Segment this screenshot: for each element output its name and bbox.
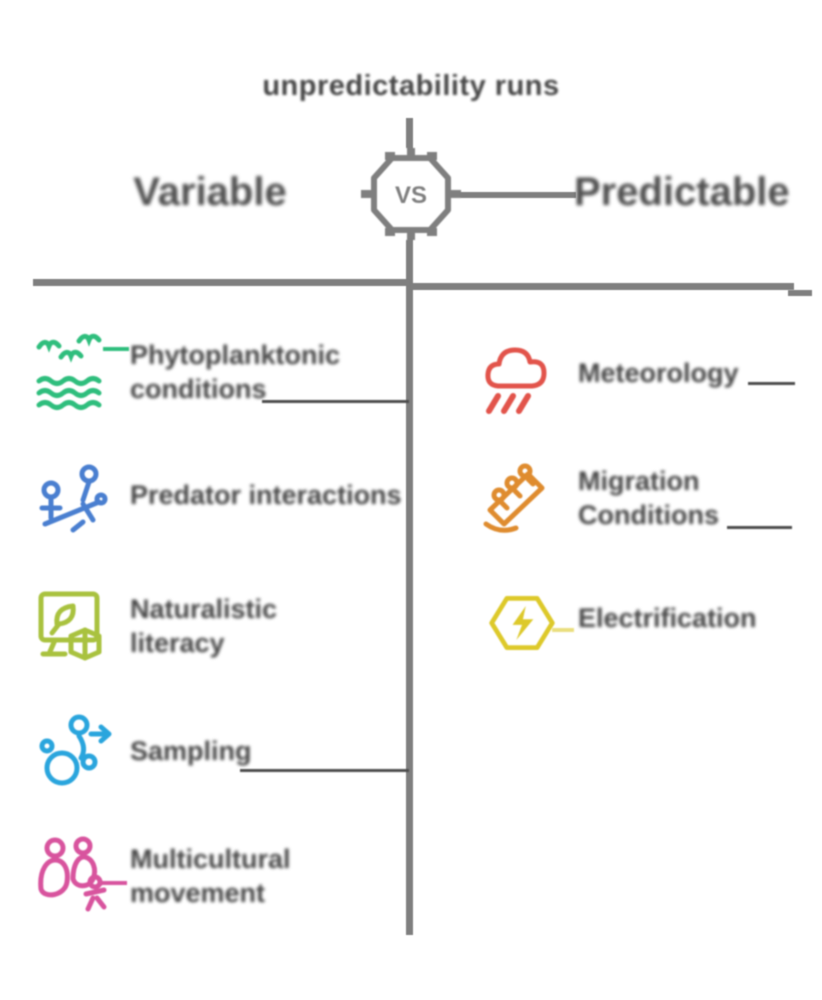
left-item-5 [35,835,111,915]
leader-line [727,526,792,529]
escalator-people-icon [483,463,545,533]
left-item-1-label: Phytoplanktonic conditions [130,338,340,406]
birds-waves-icon [36,333,102,410]
left-item-2 [35,462,111,538]
hexagon-lightning-icon [489,596,555,650]
people-group-icon [38,836,107,912]
right-item-3-label: Electrification [578,601,757,635]
label-line: Conditions [578,500,719,530]
right-item-1 [482,340,554,418]
left-item-2-label: Predator interactions [130,478,402,512]
left-item-4-label: Sampling [130,734,252,768]
label-line: Meteorology [578,358,739,388]
label-line: movement [130,878,266,908]
label-line: Sampling [130,736,252,766]
right-item-1-label: Meteorology [578,356,739,390]
central-vertical-line [406,118,413,935]
movement-arrow-icon [39,714,112,786]
leader-line [262,400,409,403]
left-item-1 [35,333,111,413]
left-item-5-label: Multicultural movement [130,842,291,910]
rain-cloud-icon [485,347,547,414]
label-line: literacy [130,628,225,658]
label-line: Naturalistic [130,594,278,624]
right-item-2-label: Migration Conditions [578,464,719,532]
versus-badge: VS [361,148,461,240]
versus-badge-text: VS [395,182,427,209]
heading-connector-line [458,192,576,198]
right-column-heading: Predictable [574,170,790,214]
leader-line [240,769,409,772]
divider-line-right [410,283,794,290]
right-item-3 [486,592,558,654]
left-item-3-label: Naturalistic literacy [130,592,277,660]
left-item-3 [35,586,111,664]
connector-tick [103,347,129,351]
gear-badge-icon: VS [361,148,461,240]
label-line: Predator interactions [130,480,402,510]
label-line: Multicultural [130,844,291,874]
connector-tick [552,628,574,632]
connector-tick [100,881,127,885]
label-line: Electrification [578,603,757,633]
right-item-2 [482,458,558,540]
left-item-4 [35,712,115,790]
label-line: Phytoplanktonic [130,340,341,370]
screen-leaf-book-icon [38,591,102,661]
leader-line [748,382,795,385]
label-line: Migration [578,466,700,496]
page-title: unpredictability runs [262,70,560,102]
divider-line-left [33,279,410,286]
divider-line-step [788,290,812,296]
left-column-heading: Variable [133,170,287,214]
molecules-icon [39,464,108,533]
label-line: conditions [130,374,267,404]
